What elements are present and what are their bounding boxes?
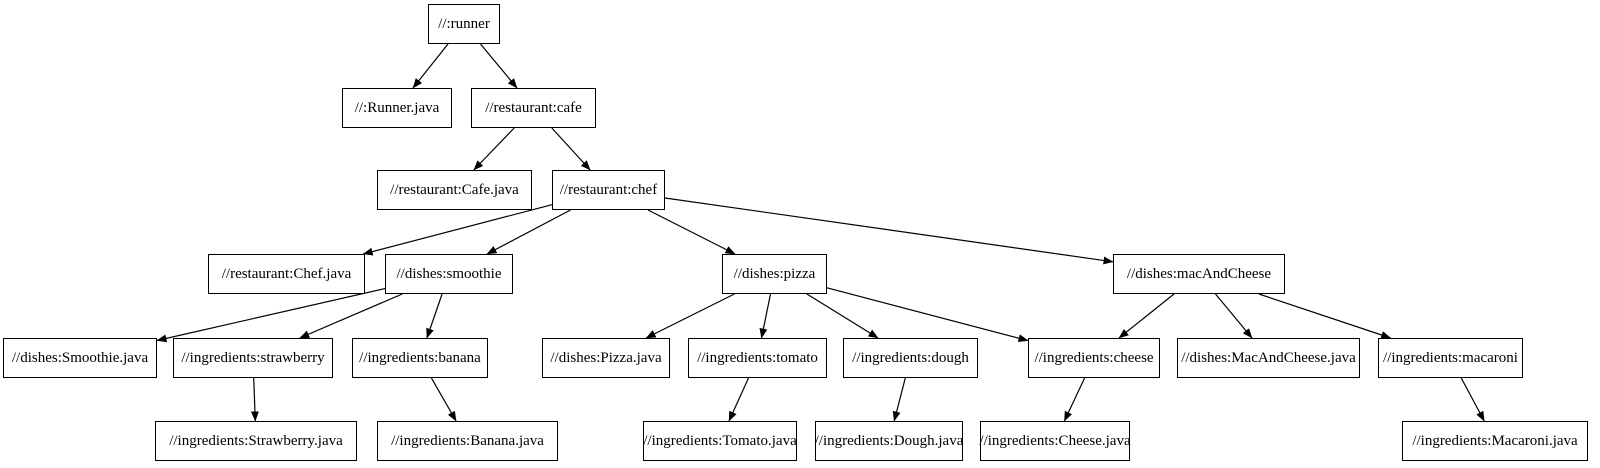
graph-edge-chef-to-mac_and_cheese (664, 197, 1114, 265)
graph-node-label: //ingredients:Banana.java (391, 432, 544, 449)
graph-node-label: //ingredients:macaroni (1383, 349, 1518, 366)
graph-node-label: //restaurant:Chef.java (221, 265, 352, 282)
graph-node-cheese_java: //ingredients:Cheese.java (979, 421, 1131, 461)
graph-edge-cafe-to-chef (551, 127, 591, 171)
graph-node-macaroni: //ingredients:macaroni (1378, 338, 1523, 378)
graph-edge-smoothie-to-smoothie_java (156, 288, 386, 343)
graph-edge-runner-to-cafe (480, 43, 518, 89)
graph-edge-mac_and_cheese-to-cheese (1118, 293, 1175, 339)
graph-node-label: //ingredients:tomato (697, 349, 818, 366)
graph-edge-dough-to-dough_java (892, 377, 906, 422)
graph-node-tomato: //ingredients:tomato (688, 338, 827, 378)
graph-node-tomato_java: //ingredients:Tomato.java (643, 421, 797, 461)
graph-edge-pizza-to-tomato (759, 293, 772, 339)
graph-node-label: //ingredients:Macaroni.java (1412, 432, 1578, 449)
graph-node-label: //ingredients:strawberry (181, 349, 325, 366)
graph-node-label: //restaurant:Cafe.java (390, 181, 519, 198)
graph-node-label: //ingredients:cheese (1034, 349, 1154, 366)
graph-node-pizza_java: //dishes:Pizza.java (542, 338, 670, 378)
graph-edge-pizza-to-dough (806, 293, 879, 339)
graph-edge-cheese-to-cheese_java (1063, 377, 1086, 422)
graph-node-label: //ingredients:Tomato.java (643, 432, 797, 449)
graph-node-label: //:Runner.java (354, 99, 440, 116)
graph-node-cheese: //ingredients:cheese (1028, 338, 1160, 378)
graph-node-banana: //ingredients:banana (352, 338, 488, 378)
graph-edge-banana-to-banana_java (430, 377, 457, 422)
graph-node-smoothie_java: //dishes:Smoothie.java (3, 338, 157, 378)
graph-node-label: //ingredients:banana (359, 349, 481, 366)
graph-node-label: //dishes:Pizza.java (550, 349, 662, 366)
graph-node-label: //ingredients:Strawberry.java (169, 432, 343, 449)
graph-node-strawberry_java: //ingredients:Strawberry.java (155, 421, 357, 461)
graph-node-label: //dishes:MacAndCheese.java (1181, 349, 1356, 366)
graph-edge-mac_and_cheese-to-mac_and_cheese_java (1215, 293, 1253, 339)
graph-node-label: //restaurant:chef (559, 181, 658, 198)
graph-edge-pizza-to-pizza_java (645, 293, 735, 339)
graph-node-cafe_java: //restaurant:Cafe.java (377, 170, 532, 210)
graph-node-chef: //restaurant:chef (552, 170, 665, 210)
graph-edge-smoothie-to-banana (426, 293, 443, 339)
graph-node-label: //dishes:Smoothie.java (11, 349, 149, 366)
graph-node-label: //dishes:smoothie (396, 265, 502, 282)
graph-node-label: //:runner (438, 15, 490, 32)
graph-node-label: //ingredients:Dough.java (814, 432, 964, 449)
graph-node-runner: //:runner (428, 4, 500, 44)
graph-node-dough: //ingredients:dough (843, 338, 978, 378)
graph-node-banana_java: //ingredients:Banana.java (377, 421, 558, 461)
graph-node-label: //ingredients:Cheese.java (979, 432, 1131, 449)
graph-edge-smoothie-to-strawberry (299, 293, 403, 339)
graph-edge-chef-to-pizza (647, 209, 736, 255)
graph-edge-cafe-to-cafe_java (473, 127, 515, 171)
graph-node-dough_java: //ingredients:Dough.java (815, 421, 963, 461)
graph-edge-tomato-to-tomato_java (728, 377, 750, 422)
graph-edge-mac_and_cheese-to-macaroni (1258, 293, 1392, 339)
graph-edge-pizza-to-cheese (826, 287, 1029, 343)
graph-edge-chef-to-chef_java (362, 204, 553, 256)
graph-edge-runner-to-runner_java (412, 43, 449, 89)
graph-node-pizza: //dishes:pizza (722, 254, 827, 294)
graph-node-macaroni_java: //ingredients:Macaroni.java (1402, 421, 1588, 461)
graph-node-runner_java: //:Runner.java (342, 88, 452, 128)
graph-node-chef_java: //restaurant:Chef.java (208, 254, 365, 294)
graph-edge-strawberry-to-strawberry_java (250, 377, 259, 422)
graph-node-smoothie: //dishes:smoothie (385, 254, 513, 294)
graph-edge-chef-to-smoothie (486, 209, 571, 255)
graph-edge-macaroni-to-macaroni_java (1460, 377, 1485, 422)
graph-node-label: //dishes:pizza (733, 265, 816, 282)
graph-node-mac_and_cheese: //dishes:macAndCheese (1113, 254, 1285, 294)
graph-node-label: //dishes:macAndCheese (1126, 265, 1272, 282)
graph-node-strawberry: //ingredients:strawberry (173, 338, 333, 378)
graph-node-mac_and_cheese_java: //dishes:MacAndCheese.java (1177, 338, 1360, 378)
graph-node-label: //restaurant:cafe (485, 99, 582, 116)
graph-node-label: //ingredients:dough (852, 349, 969, 366)
graph-node-cafe: //restaurant:cafe (471, 88, 596, 128)
